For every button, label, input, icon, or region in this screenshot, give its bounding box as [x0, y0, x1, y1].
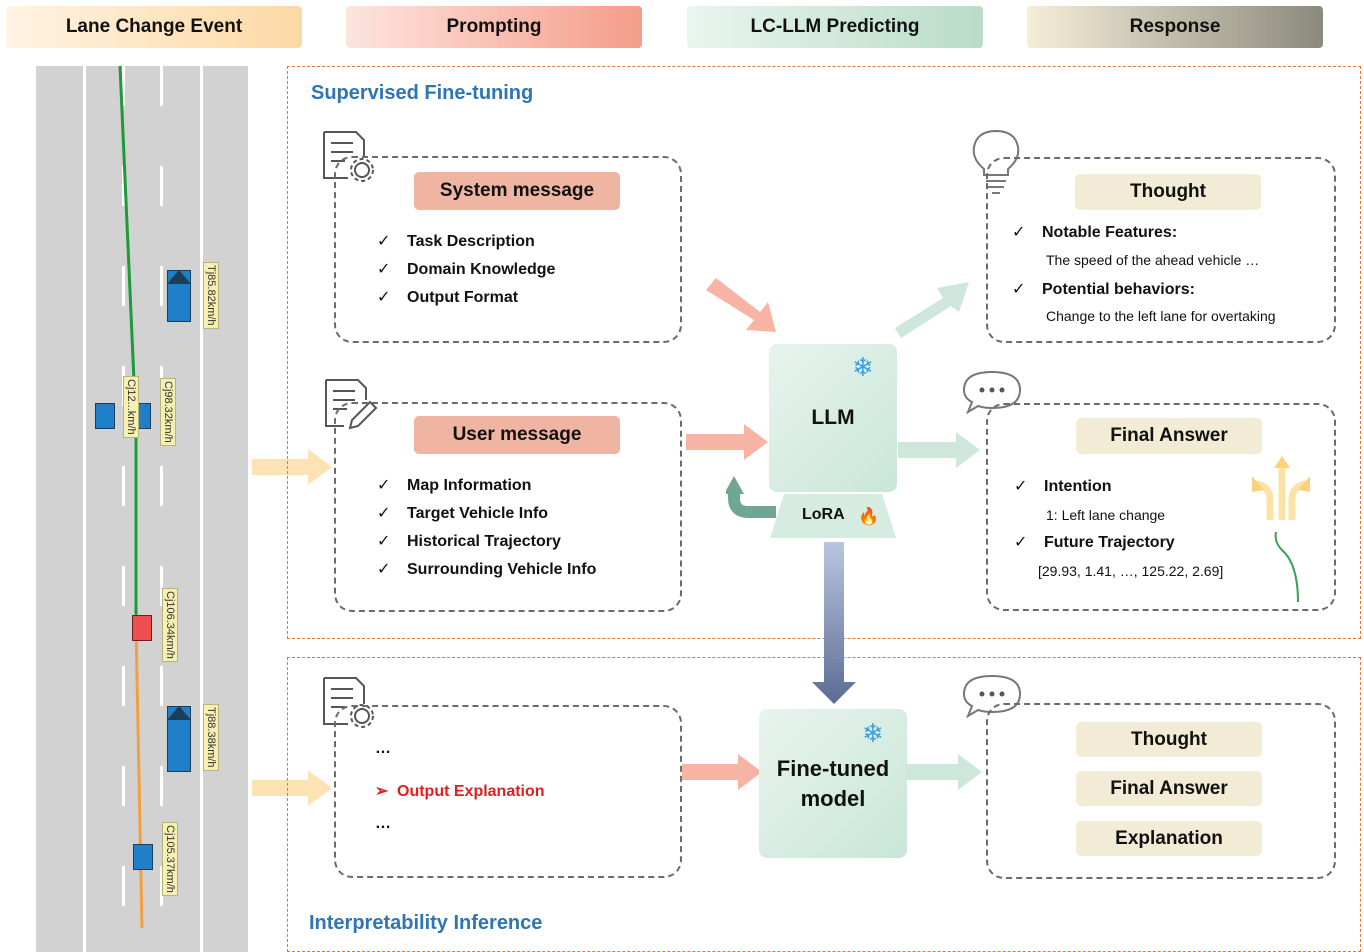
snowflake-icon: ❄ [852, 352, 874, 382]
model-label-line1: Fine-tuned [776, 755, 890, 781]
vehicle-label: Tj85.82km/h [203, 262, 219, 329]
lane-change-direction-icon [1252, 456, 1310, 603]
vehicle-label: Cj12...km/h [123, 376, 139, 438]
stage-response: Response [1027, 6, 1323, 48]
user-message-box [334, 402, 682, 612]
vehicle-label: Tj88.38km/h [203, 704, 219, 771]
stage-lc-llm-predicting: LC-LLM Predicting [687, 6, 983, 48]
car-vehicle [95, 403, 115, 429]
thought-detail: Change to the left lane for overtaking [1046, 308, 1276, 324]
inference-prompt-box [334, 705, 682, 878]
speech-bubble-icon [962, 674, 1022, 718]
lora-adapter [770, 494, 896, 538]
vehicle-label: Cj105.37km/h [162, 822, 178, 896]
input-arrow [252, 770, 332, 806]
user-to-llm-arrow [686, 424, 768, 460]
answer-detail: [29.93, 1.41, …, 125.22, 2.69] [1038, 563, 1224, 579]
model-label-line2: model [800, 785, 866, 811]
lightbulb-icon [972, 129, 1020, 194]
car-vehicle [133, 844, 153, 870]
thought-item: ✓Potential behaviors: [1012, 281, 1195, 298]
inference-title: Interpretability Inference [309, 912, 543, 934]
prompt-ellipsis: … [375, 815, 391, 832]
system-item: ✓Task Description [377, 233, 535, 250]
llm-label: LLM [811, 406, 855, 429]
settings-document-icon [323, 677, 374, 728]
system-to-llm-arrow [706, 278, 776, 332]
thought-box [986, 157, 1336, 343]
answer-detail: 1: Left lane change [1046, 507, 1166, 523]
response-thought: Thought [1076, 722, 1262, 757]
llm-to-answer-arrow [898, 432, 980, 468]
input-arrow [252, 449, 332, 485]
prompt-ellipsis: … [375, 740, 391, 757]
finetune-arrow [812, 542, 856, 704]
answer-item: ✓Intention [1014, 478, 1112, 495]
fire-icon: 🔥 [858, 507, 880, 526]
response-explanation: Explanation [1076, 821, 1262, 856]
system-message-box [334, 156, 682, 343]
lora-label: LoRA [802, 506, 845, 523]
response-final-answer: Final Answer [1076, 771, 1262, 806]
target-trajectory [118, 66, 144, 929]
settings-document-icon [323, 131, 374, 182]
user-item: ✓Map Information [377, 477, 532, 494]
edit-document-icon [325, 379, 378, 430]
target-vehicle [132, 615, 152, 641]
vehicle-label: Cj98.32km/h [160, 378, 176, 446]
thought-title: Thought [1075, 174, 1261, 210]
system-message-title: System message [414, 172, 620, 210]
llm-box: LLM [769, 344, 897, 492]
user-item: ✓Historical Trajectory [377, 533, 561, 550]
feedback-arrow [726, 476, 776, 518]
stage-lane-change-event: Lane Change Event [6, 6, 302, 48]
stage-prompting: Prompting [346, 6, 642, 48]
prompt-to-model-arrow [682, 754, 762, 790]
model-to-response-arrow [906, 754, 982, 790]
prompt-highlight: ➢Output Explanation [375, 783, 545, 800]
thought-item: ✓Notable Features: [1012, 224, 1178, 241]
user-item: ✓Surrounding Vehicle Info [377, 561, 597, 578]
user-message-title: User message [414, 416, 620, 454]
system-item: ✓Domain Knowledge [377, 261, 556, 278]
speech-bubble-icon [962, 370, 1022, 414]
vehicle-label: Cj106.34km/h [162, 588, 178, 662]
snowflake-icon: ❄ [862, 718, 884, 748]
sft-title: Supervised Fine-tuning [311, 82, 534, 104]
final-answer-box [986, 403, 1336, 611]
final-answer-title: Final Answer [1076, 418, 1262, 454]
finetuned-model-box: Fine-tuned model [759, 709, 907, 858]
thought-detail: The speed of the ahead vehicle … [1046, 252, 1260, 268]
user-item: ✓Target Vehicle Info [377, 505, 549, 522]
system-item: ✓Output Format [377, 289, 519, 306]
answer-item: ✓Future Trajectory [1014, 534, 1175, 551]
road-scene [36, 66, 248, 952]
inference-response-box [986, 703, 1336, 879]
llm-to-thought-arrow [895, 282, 969, 338]
